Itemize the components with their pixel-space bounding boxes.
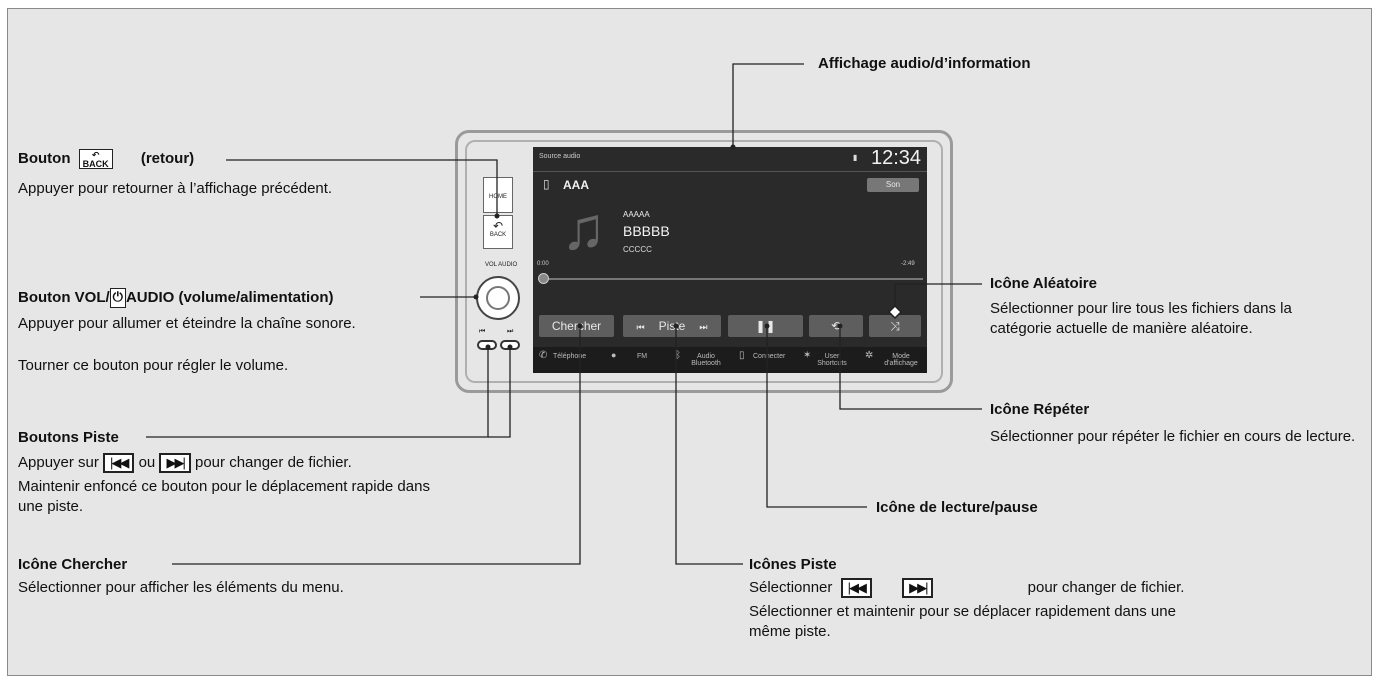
bluetooth-icon: ᛒ bbox=[675, 350, 681, 361]
track-button-label: Piste bbox=[658, 319, 686, 333]
vol-title-b: AUDIO (volume/alimentation) bbox=[125, 289, 334, 306]
status-audio-bluetooth[interactable]: Audio Bluetooth bbox=[691, 353, 721, 367]
play-pause-icon: ❚❚ bbox=[755, 319, 776, 333]
track-back-button[interactable] bbox=[477, 340, 497, 350]
track-line2: BBBBB bbox=[623, 223, 670, 239]
progress-track bbox=[543, 278, 923, 280]
repeat-button[interactable]: ⟲ bbox=[809, 315, 863, 337]
track-line1: AAAAA bbox=[623, 210, 650, 219]
repeat-icon: ⟲ bbox=[830, 319, 842, 333]
search-button-label: Chercher bbox=[551, 319, 602, 333]
vol-audio-label: VOL AUDIO bbox=[485, 262, 518, 268]
track-icons-desc-2: Sélectionner et maintenir pour se déplac… bbox=[749, 603, 1176, 640]
track-icons-desc-1-a: Sélectionner bbox=[749, 579, 833, 596]
power-icon: ⏻ bbox=[109, 288, 126, 309]
screen-clock: 12:34 bbox=[871, 147, 922, 169]
sound-button-label: Son bbox=[885, 180, 901, 189]
shuffle-desc: Sélectionner pour lire tous les fichiers… bbox=[990, 300, 1292, 337]
star-icon: ✶ bbox=[803, 350, 812, 361]
skip-forward-icon: ▶▶| bbox=[159, 453, 191, 474]
play-pause-title: Icône de lecture/pause bbox=[876, 499, 1038, 516]
skip-back-icon: |◀◀ bbox=[840, 578, 872, 599]
vol-title-a: Bouton VOL/ bbox=[18, 289, 110, 306]
track-icons-title: Icônes Piste bbox=[749, 556, 837, 573]
vol-heading: Bouton VOL/⏻AUDIO (volume/alimentation) bbox=[18, 288, 334, 309]
status-connect[interactable]: Connecter bbox=[753, 353, 786, 360]
screen-device-name: AAA bbox=[563, 178, 589, 192]
status-fm[interactable]: FM bbox=[637, 353, 648, 360]
skip-forward-icon: ▶▶| bbox=[902, 578, 934, 599]
skip-forward-icon: ⏭ bbox=[507, 328, 514, 335]
status-phone[interactable]: Téléphone bbox=[553, 353, 587, 360]
back-button-label: BACK bbox=[489, 232, 507, 238]
status-bar: ✆ Téléphone ● FM ᛒ Audio Bluetooth ▯ Con… bbox=[533, 347, 927, 373]
usb-icon: ▯ bbox=[543, 177, 550, 191]
display-mode-icon: ✲ bbox=[865, 350, 874, 361]
tracks-title: Boutons Piste bbox=[18, 429, 119, 446]
home-button-label: HOME bbox=[489, 194, 507, 200]
vol-desc-1: Appuyer pour allumer et éteindre la chaî… bbox=[18, 315, 356, 332]
track-forward-button[interactable] bbox=[500, 340, 520, 350]
track-line3: CCCCC bbox=[623, 245, 652, 254]
skip-back-icon: |◀◀ bbox=[103, 453, 135, 474]
vol-audio-knob[interactable] bbox=[476, 276, 520, 320]
tracks-desc-1-a: Appuyer sur bbox=[18, 454, 99, 471]
screen-source: Source audio bbox=[539, 153, 581, 160]
search-button[interactable]: Chercher bbox=[539, 315, 614, 337]
search-title: Icône Chercher bbox=[18, 556, 128, 573]
back-icon: ↶BACK bbox=[78, 149, 113, 170]
back-suffix: (retour) bbox=[140, 150, 195, 167]
time-remaining: -2:49 bbox=[901, 261, 915, 267]
shuffle-button[interactable]: ⤨ bbox=[869, 315, 921, 337]
tracks-desc-2: Maintenir enfoncé ce bouton pour le dépl… bbox=[18, 478, 430, 515]
repeat-title: Icône Répéter bbox=[990, 401, 1090, 418]
skip-forward-icon: ⏭ bbox=[699, 322, 708, 332]
audio-screen: Source audio ▮ 12:34 ▯ AAA Son ♫ AAAAA B… bbox=[533, 147, 927, 373]
back-icon-label: BACK bbox=[82, 159, 109, 170]
back-icon: ↶ bbox=[492, 219, 504, 233]
status-user-shortcuts[interactable]: User Shortcuts bbox=[817, 353, 847, 367]
back-desc: Appuyer pour retourner à l’affichage pré… bbox=[18, 180, 333, 197]
display-label: Affichage audio/d’information bbox=[818, 55, 1031, 72]
sound-button[interactable]: Son bbox=[867, 178, 919, 192]
vol-desc-2: Tourner ce bouton pour régler le volume. bbox=[18, 357, 289, 374]
back-button[interactable]: ↶ BACK bbox=[483, 215, 513, 249]
progress-handle[interactable] bbox=[538, 273, 549, 284]
shuffle-icon: ⤨ bbox=[890, 319, 900, 333]
skip-back-icon: ⏮ bbox=[479, 328, 486, 335]
home-button[interactable]: HOME bbox=[483, 177, 513, 213]
smartphone-icon: ▯ bbox=[739, 350, 745, 361]
tracks-desc-1-b: ou bbox=[138, 454, 156, 471]
track-icons-desc-1: Sélectionner |◀◀ ▶▶| pour changer de fic… bbox=[749, 578, 1185, 599]
back-title: Bouton bbox=[18, 150, 71, 167]
time-elapsed: 0:00 bbox=[537, 261, 549, 267]
skip-back-icon: ⏮ bbox=[636, 322, 645, 332]
back-heading: Bouton ↶BACK (retour) bbox=[18, 149, 195, 170]
play-pause-button[interactable]: ❚❚ bbox=[728, 315, 803, 337]
phone-battery-icon: ▮ bbox=[853, 153, 858, 162]
shuffle-title: Icône Aléatoire bbox=[990, 275, 1097, 292]
track-icons[interactable]: ⏮ Piste ⏭ bbox=[623, 315, 721, 337]
repeat-desc: Sélectionner pour répéter le fichier en … bbox=[990, 428, 1356, 445]
track-icons-desc-1-b: pour changer de fichier. bbox=[1027, 579, 1185, 596]
search-desc: Sélectionner pour afficher les éléments … bbox=[18, 579, 344, 596]
mic-icon: ● bbox=[611, 350, 617, 360]
tracks-desc-1-c: pour changer de fichier. bbox=[195, 454, 352, 471]
phone-icon: ✆ bbox=[539, 350, 548, 361]
status-display-mode[interactable]: Mode d'affichage bbox=[884, 353, 918, 367]
music-note-icon: ♫ bbox=[561, 195, 606, 262]
tracks-desc-1: Appuyer sur |◀◀ ou ▶▶| pour changer de f… bbox=[18, 453, 352, 474]
